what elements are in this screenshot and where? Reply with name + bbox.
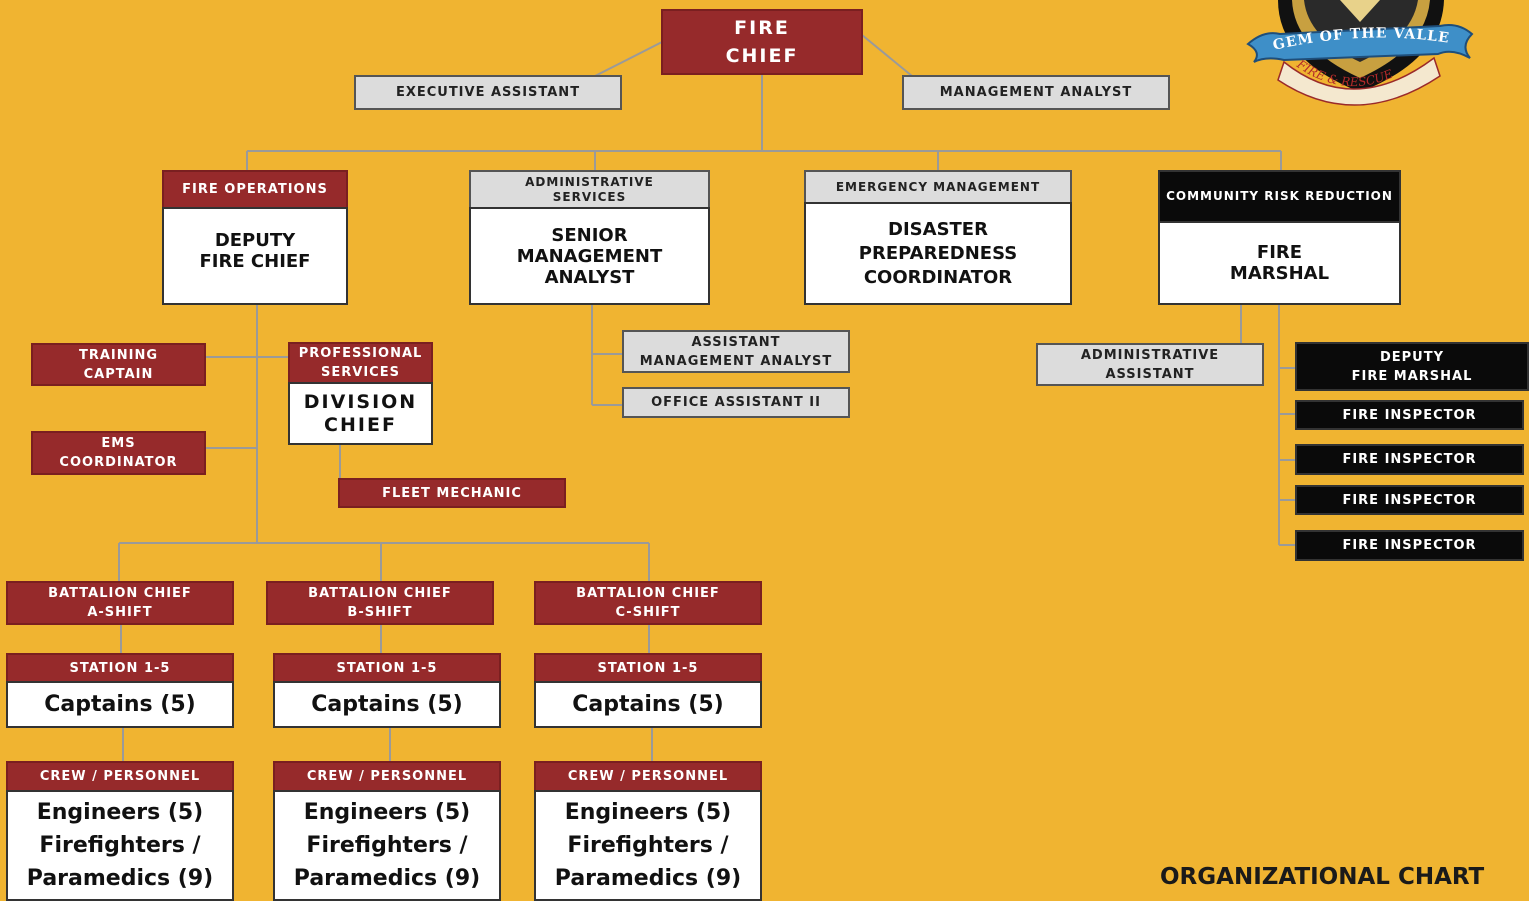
station-header-c: STATION 1-5 (534, 653, 762, 683)
fire-chief-box: FIRE CHIEF (661, 9, 863, 75)
crew-header-c: CREW / PERSONNEL (534, 761, 762, 792)
office-assistant-box: OFFICE ASSISTANT II (622, 387, 850, 418)
assistant-management-analyst-box: ASSISTANT MANAGEMENT ANALYST (622, 330, 850, 373)
captains-box-a: Captains (5) (6, 681, 234, 728)
administrative-assistant-box: ADMINISTRATIVE ASSISTANT (1036, 343, 1264, 386)
battalion-chief-a-box: BATTALION CHIEF A-SHIFT (6, 581, 234, 625)
fire-inspector-box: FIRE INSPECTOR (1295, 400, 1524, 430)
captains-box-c: Captains (5) (534, 681, 762, 728)
crew-box-b: Engineers (5) Firefighters / Paramedics … (273, 790, 501, 901)
fire-operations-header: FIRE OPERATIONS (162, 170, 348, 209)
battalion-chief-c-box: BATTALION CHIEF C-SHIFT (534, 581, 762, 625)
fire-inspector-box: FIRE INSPECTOR (1295, 444, 1524, 475)
ems-coordinator-box: EMS COORDINATOR (31, 431, 206, 475)
battalion-chief-b-box: BATTALION CHIEF B-SHIFT (266, 581, 494, 625)
station-header-a: STATION 1-5 (6, 653, 234, 683)
training-captain-box: TRAINING CAPTAIN (31, 343, 206, 386)
crew-box-a: Engineers (5) Firefighters / Paramedics … (6, 790, 234, 901)
fire-inspector-box: FIRE INSPECTOR (1295, 530, 1524, 561)
banner-ribbon-icon (1246, 24, 1474, 63)
chart-title: ORGANIZATIONAL CHART (1160, 864, 1485, 890)
lower-ribbon-icon (1277, 56, 1441, 106)
deputy-fire-chief-box: DEPUTY FIRE CHIEF (162, 207, 348, 305)
emergency-management-header: EMERGENCY MANAGEMENT (804, 170, 1072, 204)
fire-marshal-box: FIRE MARSHAL (1158, 221, 1401, 305)
fire-rescue-logo: GEM OF THE VALLEY FIRE & RESCUE (1244, 0, 1474, 106)
senior-management-analyst-box: SENIOR MANAGEMENT ANALYST (469, 207, 710, 305)
crew-header-b: CREW / PERSONNEL (273, 761, 501, 792)
administrative-services-header: ADMINISTRATIVE SERVICES (469, 170, 710, 209)
captains-box-b: Captains (5) (273, 681, 501, 728)
deputy-fire-marshal-box: DEPUTY FIRE MARSHAL (1295, 342, 1529, 391)
fleet-mechanic-box: FLEET MECHANIC (338, 478, 566, 508)
professional-services-header: PROFESSIONAL SERVICES (288, 342, 433, 384)
executive-assistant-box: EXECUTIVE ASSISTANT (354, 75, 622, 110)
community-risk-reduction-header: COMMUNITY RISK REDUCTION (1158, 170, 1401, 223)
disaster-preparedness-coordinator-box: DISASTER PREPAREDNESS COORDINATOR (804, 202, 1072, 305)
management-analyst-box: MANAGEMENT ANALYST (902, 75, 1170, 110)
station-header-b: STATION 1-5 (273, 653, 501, 683)
crew-header-a: CREW / PERSONNEL (6, 761, 234, 792)
fire-inspector-box: FIRE INSPECTOR (1295, 485, 1524, 515)
division-chief-box: DIVISION CHIEF (288, 382, 433, 445)
crew-box-c: Engineers (5) Firefighters / Paramedics … (534, 790, 762, 901)
